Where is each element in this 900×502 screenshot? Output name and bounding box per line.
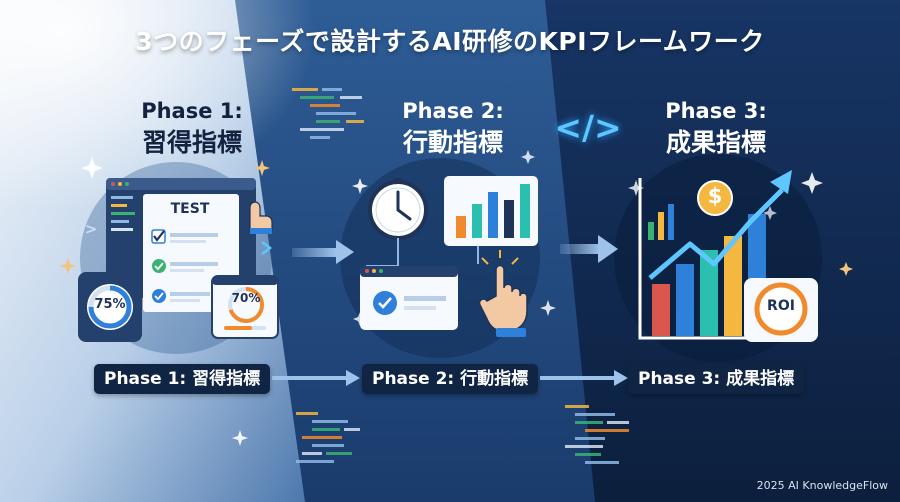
progress-badge-75 — [78, 272, 142, 342]
code-snippet-decoration — [296, 412, 360, 463]
phase-1-name: 習得指標 — [141, 128, 242, 157]
flow-arrow-lower-2 — [540, 370, 628, 386]
chart-axes — [638, 178, 790, 340]
roi-badge-label: ROI — [767, 298, 795, 314]
phase-3-illustration — [638, 170, 818, 342]
phase-3-pill-label: Phase 3: 成果指標 — [628, 364, 805, 394]
dollar-coin-icon — [697, 180, 733, 216]
code-snippet-decoration — [292, 88, 364, 139]
phase-3-heading: Phase 3: 成果指標 — [606, 96, 826, 158]
phase-2-number: Phase 2: — [402, 99, 504, 123]
phase-2-illustration — [360, 176, 538, 337]
test-sheet-label: TEST — [170, 201, 210, 217]
phase-1-number: Phase 1: — [141, 99, 243, 123]
code-bracket-icon-small: </> — [66, 220, 98, 238]
code-bracket-icon: </> — [554, 108, 622, 147]
phase-1-heading: Phase 1: 習得指標 — [82, 96, 302, 158]
phase-2-heading: Phase 2: 行動指標 — [343, 96, 563, 158]
flow-arrow-upper-2 — [560, 235, 618, 263]
diagram-title: 3つのフェーズで設計するAI研修のKPIフレームワーク — [135, 27, 765, 56]
phase-2-name: 行動指標 — [402, 128, 503, 157]
flow-arrow-upper-1 — [292, 240, 354, 264]
phase-1-pill-label: Phase 1: 習得指標 — [94, 364, 271, 394]
progress-badge-75-label: 75% — [94, 297, 126, 312]
progress-ring-75 — [88, 285, 132, 329]
flow-arrow-lower-1 — [272, 370, 360, 386]
progress-ring-70 — [228, 287, 264, 323]
phase-2-pill-label: Phase 2: 行動指標 — [362, 364, 539, 394]
pointer-hand-icon — [478, 250, 528, 337]
phase-3-name: 成果指標 — [665, 128, 766, 157]
progress-badge-70 — [211, 275, 279, 339]
progress-badge-70-label: 70% — [231, 291, 261, 305]
code-snippet-decoration — [565, 405, 629, 464]
dollar-coin-label: $ — [707, 184, 723, 208]
trend-arrow-icon — [648, 188, 784, 280]
phase-3-number: Phase 3: — [665, 99, 767, 123]
footer-credit: 2025 AI KnowledgeFlow — [756, 479, 888, 492]
